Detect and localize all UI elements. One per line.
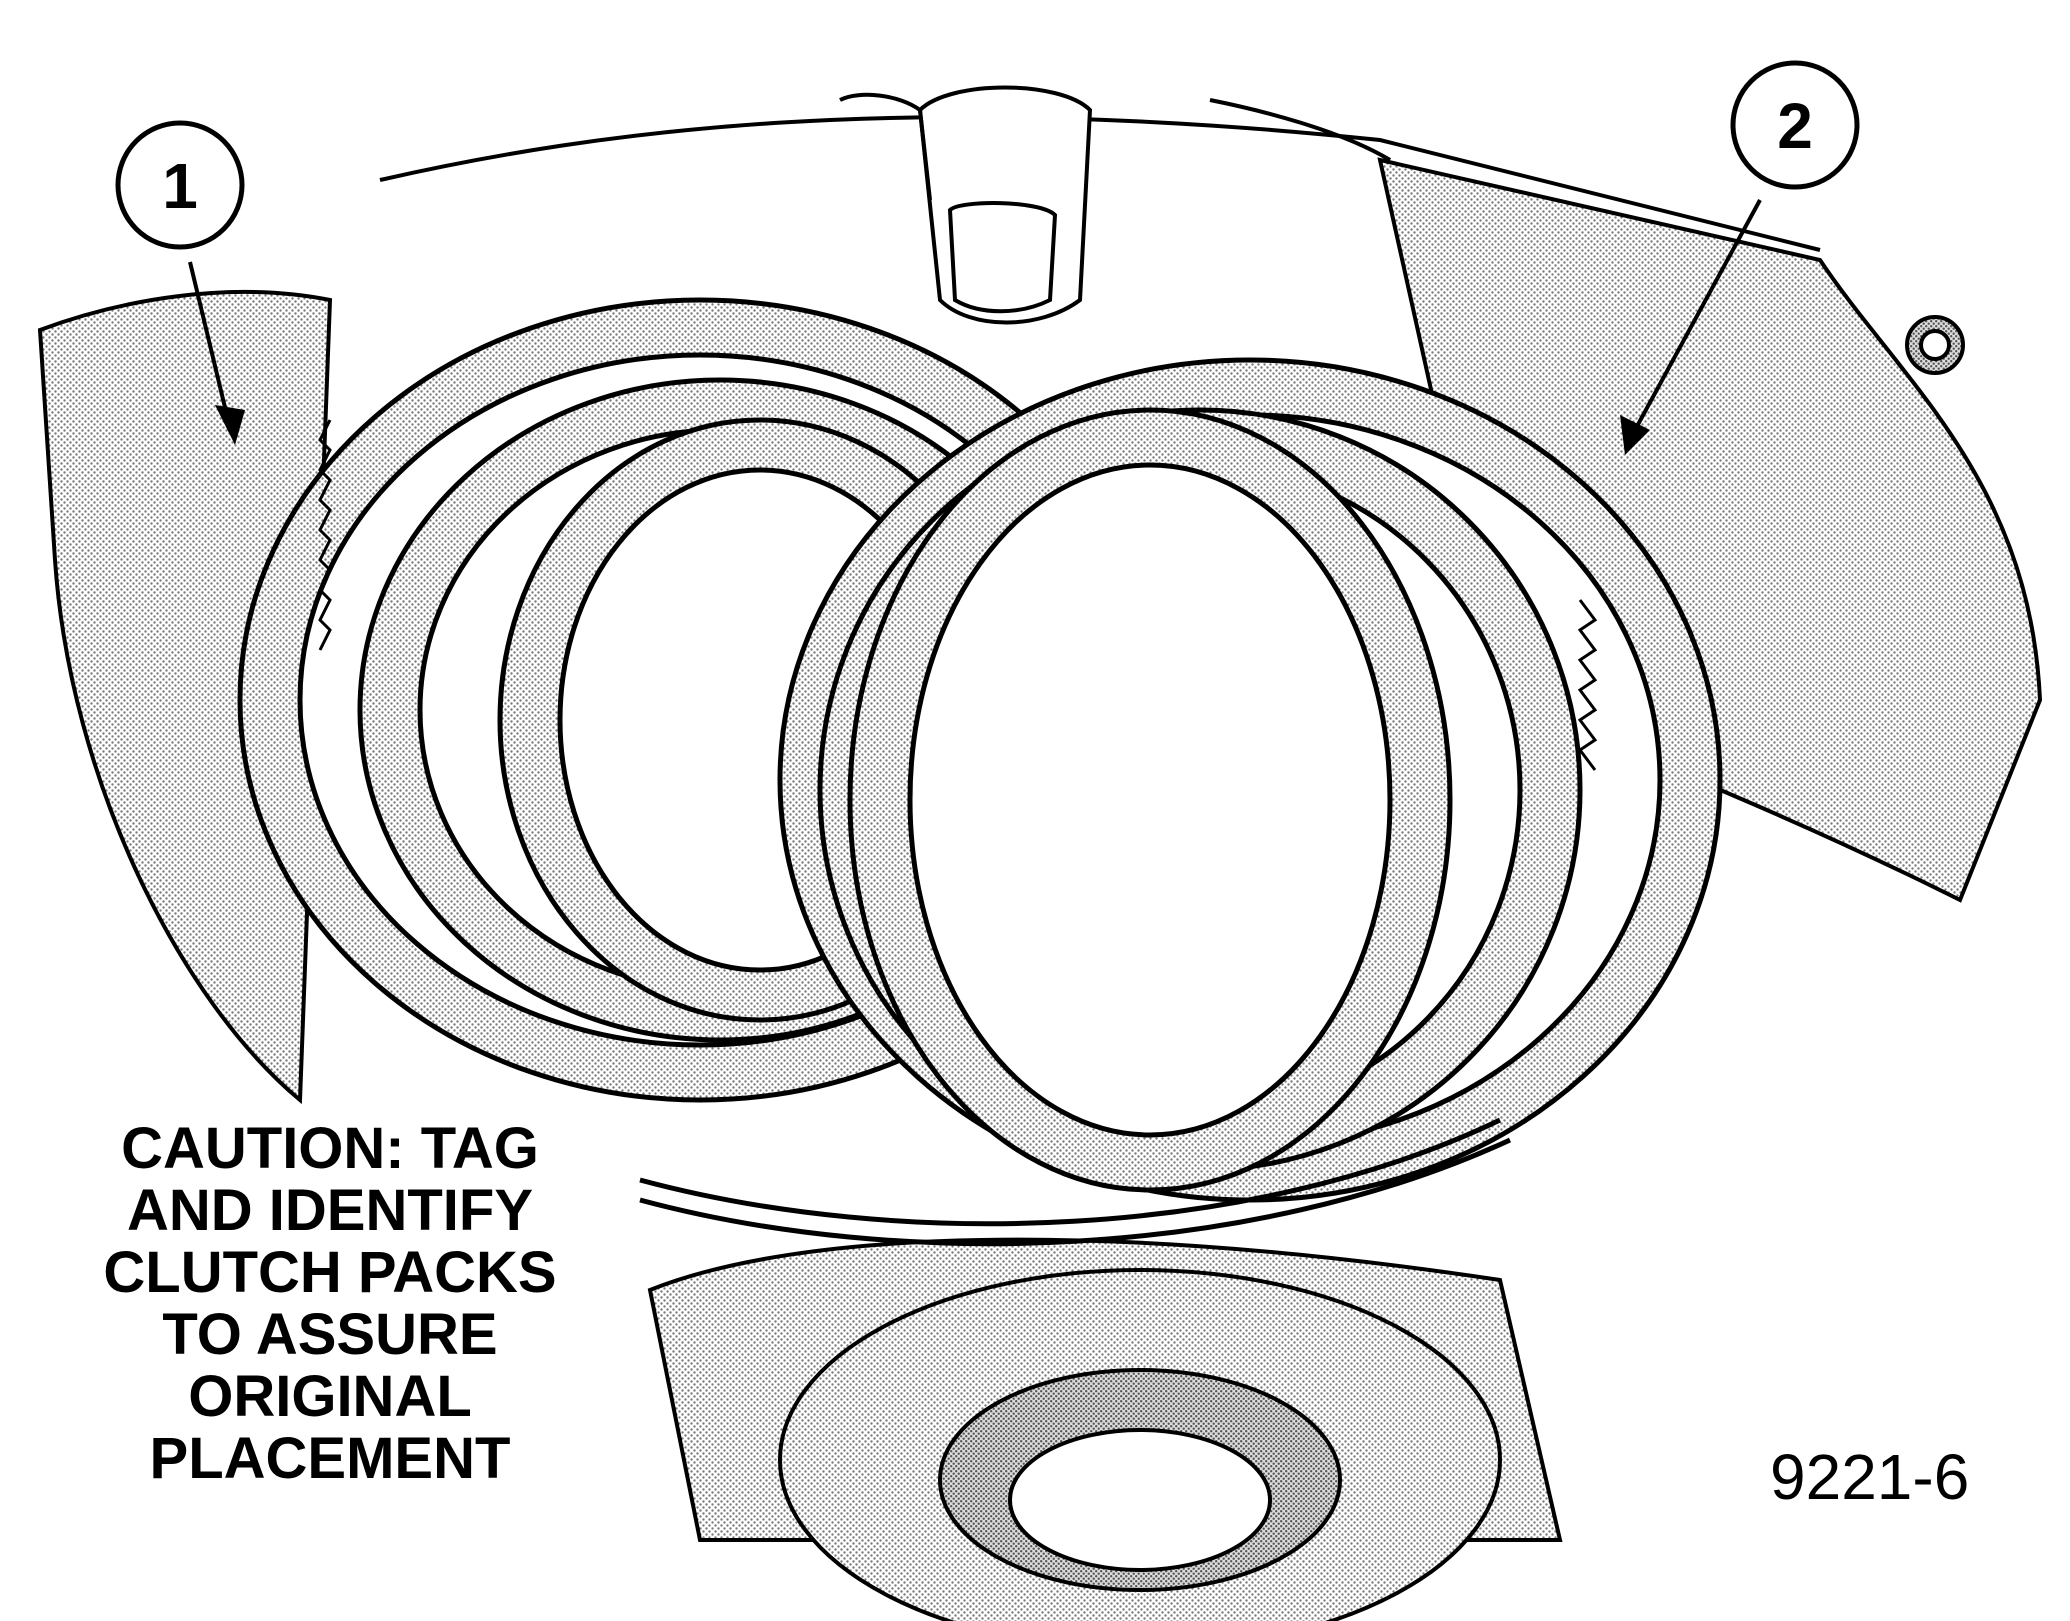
caption-line: CAUTION: TAG (121, 1116, 539, 1181)
fingernail (947, 201, 1058, 314)
caution-caption: CAUTION: TAG AND IDENTIFY CLUTCH PACKS T… (40, 1118, 620, 1490)
housing-left-shade (37, 289, 333, 1105)
plate-teeth (318, 419, 1598, 771)
callout-1: 1 (115, 120, 245, 445)
caption-line: AND IDENTIFY (127, 1178, 533, 1243)
clutch-hub (778, 1268, 1502, 1621)
caption-line: PLACEMENT (149, 1426, 511, 1491)
caption-line: ORIGINAL (188, 1364, 472, 1429)
hand-right (1209, 98, 1392, 162)
callout-2-leader (1633, 199, 1762, 431)
callout-2-label: 2 (1777, 90, 1813, 162)
technician-fingers (839, 85, 1392, 325)
callout-2: 2 (1620, 60, 1860, 455)
housing-top-edge (379, 115, 1821, 252)
caption-line: CLUTCH PACKS (103, 1240, 557, 1305)
finger-left (839, 92, 932, 201)
callout-1-label: 1 (162, 150, 198, 222)
clutch-disc-stack (237, 297, 1723, 1247)
figure-id: 9221-6 (1770, 1441, 1970, 1513)
callout-1-leader (188, 261, 230, 421)
callout-1-arrowhead (215, 405, 245, 445)
callout-2-arrowhead (1620, 415, 1650, 455)
steel-separator-plate (639, 1117, 1502, 1227)
caption-line: TO ASSURE (162, 1302, 498, 1367)
